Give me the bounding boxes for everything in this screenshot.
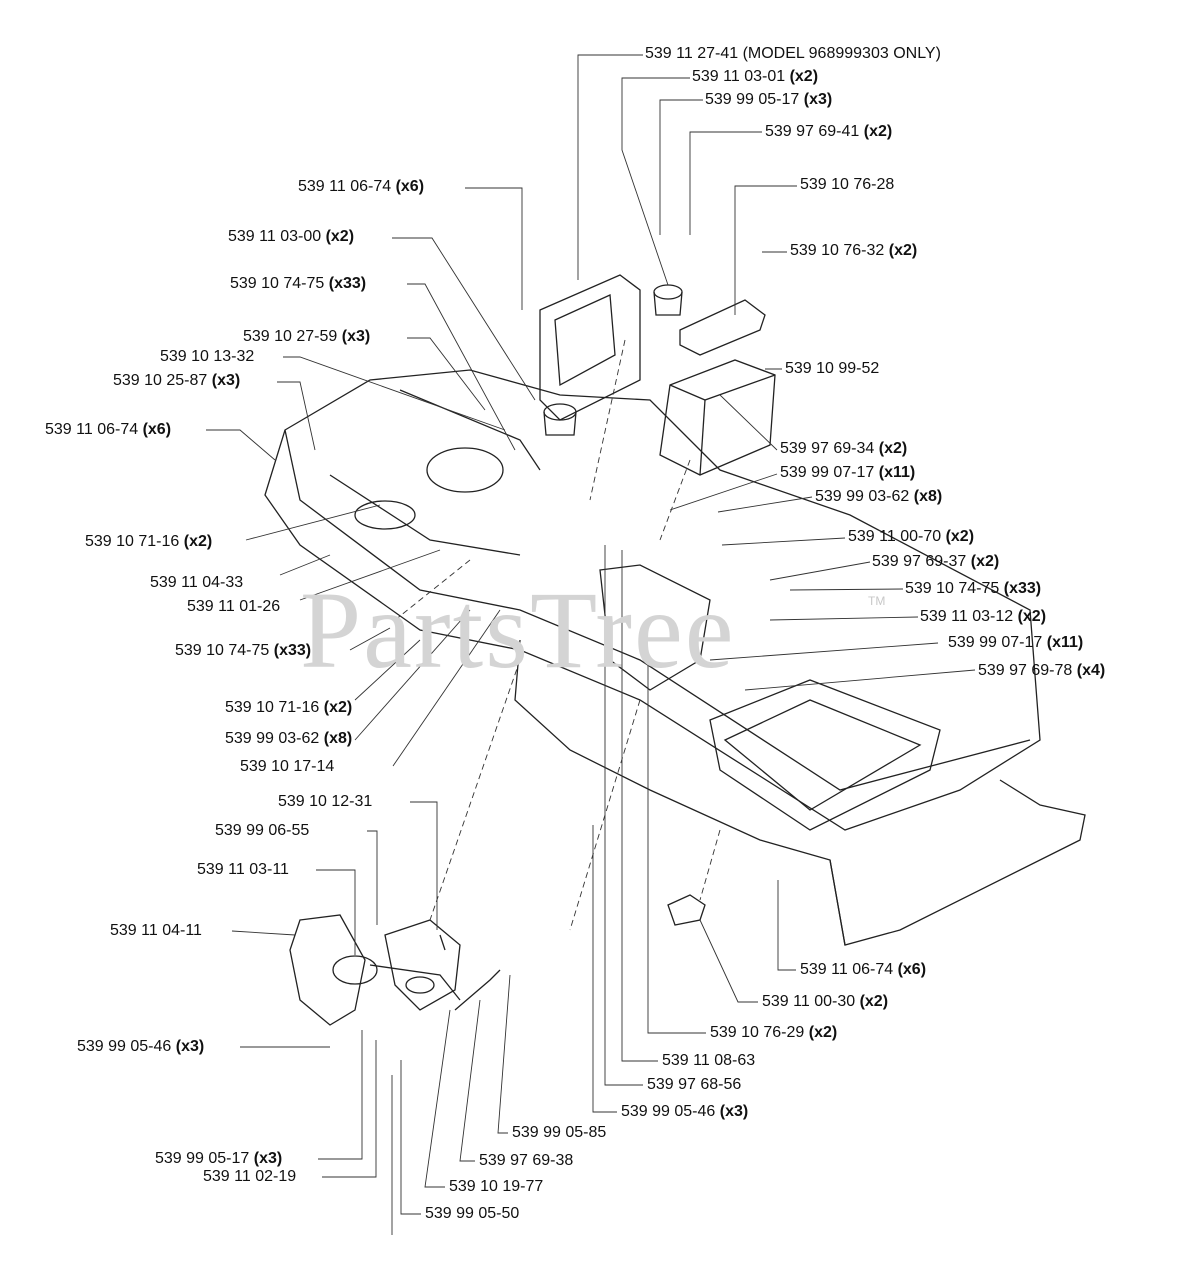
part-label: 539 97 69-38 [479, 1152, 574, 1169]
part-label: 539 97 69-37 (x2) [872, 553, 1000, 570]
part-label: 539 11 06-74 (x6) [298, 178, 425, 195]
part-label: 539 97 69-78 (x4) [978, 662, 1106, 679]
part-label: 539 11 04-11 [110, 922, 202, 939]
part-label: 539 10 71-16 (x2) [225, 699, 353, 716]
part-label: 539 11 03-12 (x2) [920, 608, 1047, 625]
battery-box [659, 359, 776, 476]
part-label: 539 10 13-32 [160, 348, 255, 365]
part-label: 539 10 19-77 [449, 1178, 544, 1195]
part-label: 539 11 00-70 (x2) [848, 528, 975, 545]
belt-idler-assembly [289, 914, 501, 1026]
part-label: 539 99 07-17 (x11) [780, 464, 916, 481]
leader-lines [206, 54, 976, 1235]
part-label: 539 11 03-01 (x2) [692, 68, 819, 85]
part-label: 539 97 69-34 (x2) [780, 440, 908, 457]
part-label: 539 10 12-31 [278, 793, 373, 810]
part-label: 539 11 08-63 [662, 1052, 756, 1069]
part-label: 539 11 03-00 (x2) [228, 228, 355, 245]
seat-bracket [539, 274, 641, 421]
part-label: 539 99 05-50 [425, 1205, 520, 1222]
part-label: 539 10 76-29 (x2) [710, 1024, 838, 1041]
part-label: 539 10 17-14 [240, 758, 335, 775]
part-label: 539 99 05-46 (x3) [621, 1103, 749, 1120]
part-label: 539 11 27-41 (MODEL 968999303 ONLY) [645, 45, 941, 62]
trademark-mark: TM [868, 594, 886, 608]
part-label: 539 99 05-17 (x3) [705, 91, 833, 108]
support-bracket [667, 894, 706, 926]
part-label: 539 99 03-62 (x8) [815, 488, 943, 505]
switch-housing [679, 299, 766, 356]
part-label: 539 10 71-16 (x2) [85, 533, 213, 550]
part-label: 539 10 27-59 (x3) [243, 328, 371, 345]
part-label: 539 11 06-74 (x6) [45, 421, 172, 438]
part-label: 539 99 05-17 (x3) [155, 1150, 283, 1167]
part-label: 539 10 76-32 (x2) [790, 242, 918, 259]
watermark-text: PartsTree [300, 569, 736, 691]
part-label: 539 11 04-33 [150, 574, 244, 591]
part-label: 539 11 06-74 (x6) [800, 961, 927, 978]
part-label: 539 10 74-75 (x33) [230, 275, 367, 292]
part-label: 539 99 05-85 [512, 1124, 607, 1141]
part-label: 539 11 00-30 (x2) [762, 993, 889, 1010]
part-label: 539 11 03-11 [197, 861, 289, 878]
part-label: 539 10 99-52 [785, 360, 880, 377]
part-label: 539 10 74-75 (x33) [905, 580, 1042, 597]
part-label: 539 97 69-41 (x2) [765, 123, 893, 140]
part-label: 539 97 68-56 [647, 1076, 742, 1093]
part-label: 539 99 06-55 [215, 822, 310, 839]
part-label: 539 99 05-46 (x3) [77, 1038, 205, 1055]
front-shield [514, 639, 1086, 946]
part-label: 539 11 01-26 [187, 598, 281, 615]
part-label: 539 10 25-87 (x3) [113, 372, 241, 389]
part-label: 539 99 07-17 (x11) [948, 634, 1084, 651]
part-label: 539 10 76-28 [800, 176, 895, 193]
part-label: 539 10 74-75 (x33) [175, 642, 312, 659]
part-label: 539 99 03-62 (x8) [225, 730, 353, 747]
part-label: 539 11 02-19 [203, 1168, 297, 1185]
grommets [543, 284, 683, 436]
